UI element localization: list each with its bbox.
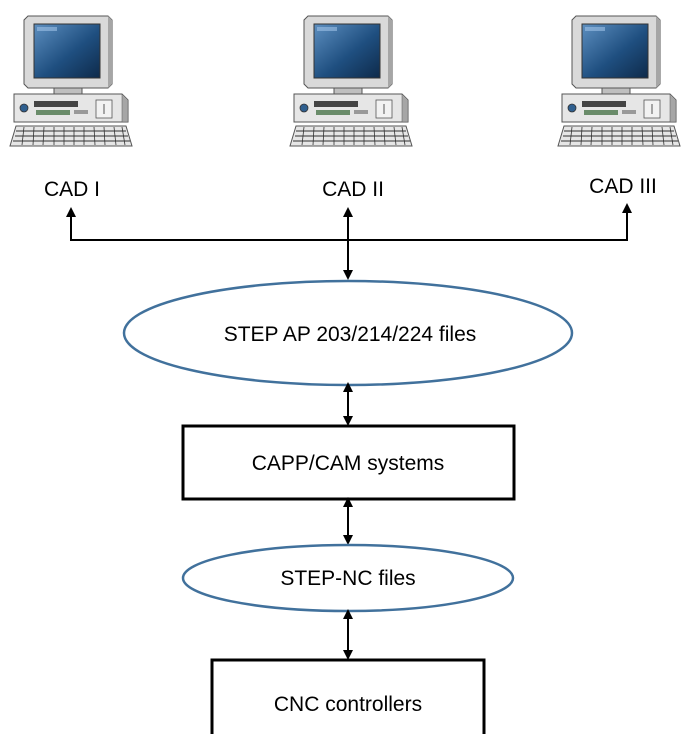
cad-2-label: CAD II: [322, 178, 384, 201]
cad-2-workstation: CAD II: [289, 15, 413, 201]
cad-1-workstation: CAD I: [9, 15, 133, 201]
step-files-node: STEP AP 203/214/224 files: [122, 279, 574, 387]
cnc-box: [210, 658, 486, 734]
cad-bus-connector: [66, 203, 632, 280]
desktop-computer-icon: [557, 15, 681, 147]
cad-1-label: CAD I: [44, 178, 100, 201]
step-files-label: STEP AP 203/214/224 files: [224, 323, 477, 346]
cnc-node: CNC controllers: [210, 658, 486, 734]
desktop-computer-icon: [289, 15, 413, 147]
cad-3-workstation: CAD III: [557, 15, 681, 198]
capp-cam-label: CAPP/CAM systems: [252, 452, 445, 475]
step-nc-node: STEP-NC files: [181, 543, 515, 613]
desktop-computer-icon: [9, 15, 133, 147]
step-nc-label: STEP-NC files: [280, 567, 415, 590]
cad-3-label: CAD III: [589, 175, 657, 198]
cnc-label: CNC controllers: [274, 693, 422, 716]
capp-cam-node: CAPP/CAM systems: [181, 424, 516, 501]
